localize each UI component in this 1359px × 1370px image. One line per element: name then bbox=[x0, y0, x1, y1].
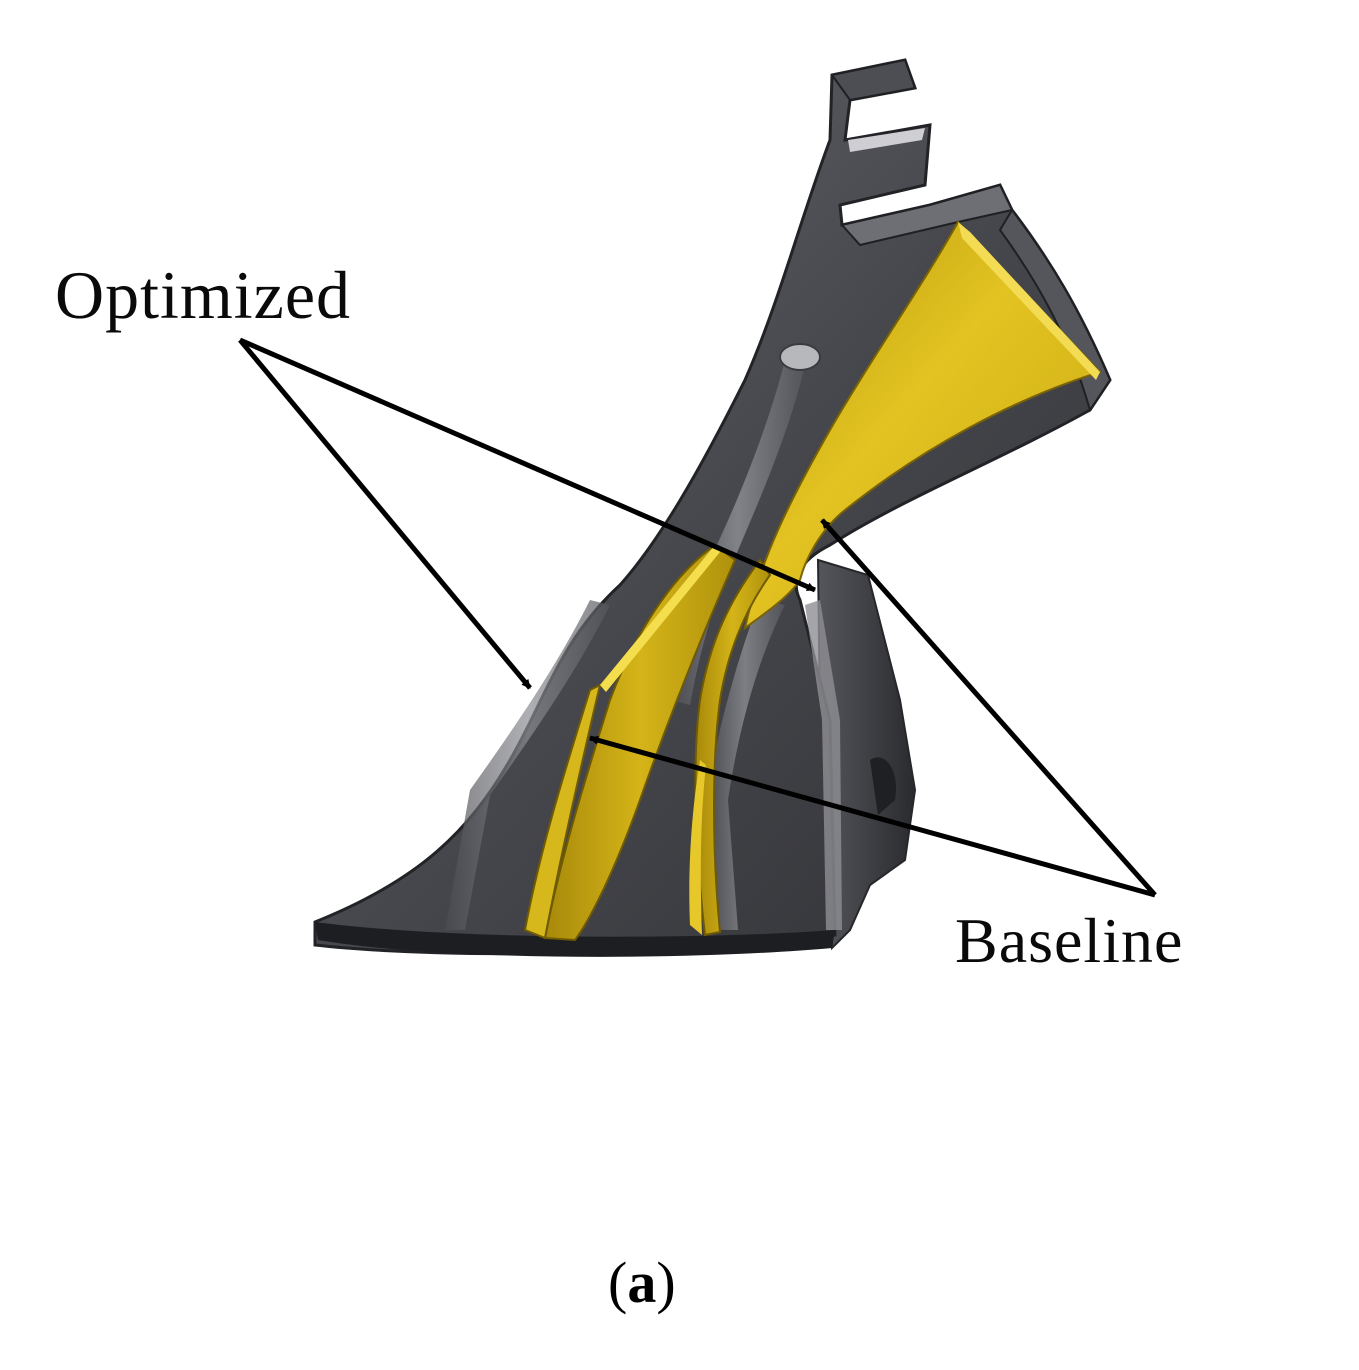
guide-channel-3 bbox=[445, 600, 610, 930]
arrow-optimized-to-shroud bbox=[238, 338, 532, 690]
figure-caption: (a) bbox=[608, 1250, 676, 1315]
guide-channel-2 bbox=[705, 600, 785, 930]
annotation-arrows bbox=[238, 337, 1157, 898]
upper-blade-edge bbox=[958, 222, 1100, 380]
label-optimized: Optimized bbox=[55, 257, 351, 333]
right-blade-shape bbox=[694, 558, 772, 937]
yellow-blades bbox=[523, 220, 1102, 942]
tab-slot-highlight bbox=[848, 128, 925, 152]
caption-open-paren: ( bbox=[608, 1250, 627, 1315]
caption-close-paren: ) bbox=[656, 1250, 675, 1315]
arrow-baseline-to-upper-blade bbox=[820, 518, 1157, 897]
label-baseline: Baseline bbox=[955, 905, 1183, 976]
top-tab-shape bbox=[830, 58, 917, 102]
caption-letter: a bbox=[627, 1250, 656, 1315]
middle-blade-edge-highlight bbox=[600, 545, 720, 692]
guide-channel-4 bbox=[805, 600, 842, 930]
middle-blade-front bbox=[523, 683, 602, 940]
upper-blade-shape bbox=[743, 220, 1102, 631]
right-blade-front bbox=[689, 760, 706, 935]
pin-knob bbox=[779, 343, 821, 371]
arrow-baseline-to-middle-blade bbox=[589, 735, 1156, 898]
arrow-optimized-to-channel bbox=[239, 337, 816, 593]
back-notch bbox=[870, 757, 896, 815]
